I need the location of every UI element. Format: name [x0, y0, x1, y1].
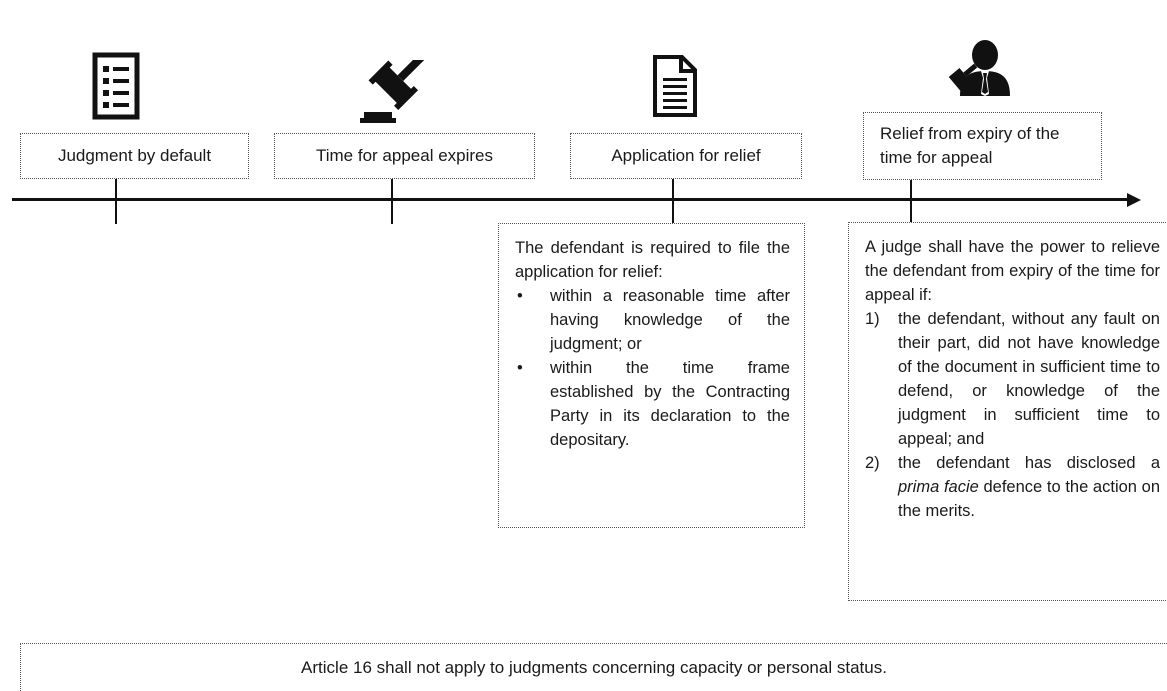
- relief-note-list: 1)the defendant, without any fault on th…: [865, 307, 1160, 523]
- timeline-tick: [672, 177, 674, 224]
- relief-note-intro: A judge shall have the power to relieve …: [865, 238, 1160, 304]
- footer-note: Article 16 shall not apply to judgments …: [20, 643, 1167, 691]
- event-label-text: Judgment by default: [57, 146, 212, 165]
- event-label-text: Relief from expiry of the time for appea…: [880, 124, 1060, 167]
- event-label-relief-from-expiry: Relief from expiry of the time for appea…: [863, 112, 1102, 180]
- gavel-icon: [360, 60, 425, 123]
- judge-icon: [948, 40, 1010, 96]
- application-note-intro: The defendant is required to file the ap…: [515, 239, 790, 281]
- list-item: •within the time frame established by th…: [517, 359, 790, 449]
- event-label-text: Application for relief: [611, 146, 761, 165]
- timeline-tick: [910, 178, 912, 222]
- event-label-time-for-appeal-expires: Time for appeal expires: [274, 133, 535, 179]
- timeline-axis: [12, 198, 1136, 201]
- document-icon: [653, 55, 697, 117]
- list-item: 2)the defendant has disclosed a prima fa…: [865, 454, 1160, 520]
- list-item: 1)the defendant, without any fault on th…: [865, 310, 1160, 448]
- timeline-tick: [391, 177, 393, 224]
- application-note: The defendant is required to file the ap…: [498, 223, 805, 528]
- event-label-text: Time for appeal expires: [315, 146, 493, 165]
- list-item: •within a reasonable time after having k…: [517, 287, 790, 353]
- footer-note-text: Article 16 shall not apply to judgments …: [301, 657, 887, 677]
- timeline-arrowhead: [1127, 193, 1141, 207]
- application-note-list: •within a reasonable time after having k…: [515, 284, 790, 452]
- event-label-judgment-by-default: Judgment by default: [20, 133, 249, 179]
- checklist-icon: [92, 52, 140, 120]
- relief-note: A judge shall have the power to relieve …: [848, 222, 1166, 601]
- timeline-tick: [115, 177, 117, 224]
- event-label-application-for-relief: Application for relief: [570, 133, 802, 179]
